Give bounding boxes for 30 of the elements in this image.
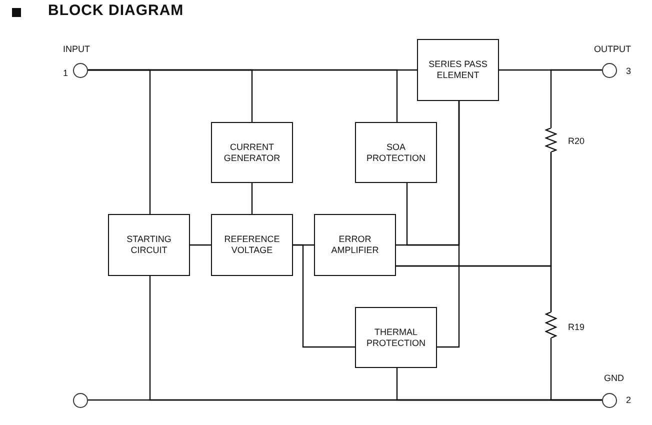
pin-number: 3 <box>626 66 632 77</box>
block-box: SOA PROTECTION <box>355 122 437 183</box>
wire <box>437 101 460 348</box>
pin-label: OUTPUT <box>594 44 631 55</box>
terminal-circle <box>602 393 617 408</box>
terminal-circle <box>73 63 88 78</box>
resistor-label: R19 <box>568 322 585 333</box>
wire <box>550 69 602 128</box>
resistor-label: R20 <box>568 136 585 147</box>
pin-number: 1 <box>63 68 68 79</box>
terminal-circle <box>602 63 617 78</box>
title: BLOCK DIAGRAM <box>48 2 184 19</box>
terminal-circle <box>73 393 88 408</box>
resistor-symbol <box>545 128 557 152</box>
wire <box>293 244 355 348</box>
wire <box>396 368 602 401</box>
wire <box>88 69 398 122</box>
block-box: THERMAL PROTECTION <box>355 307 437 368</box>
block-box: STARTING CIRCUIT <box>108 214 190 276</box>
pin-number: 2 <box>626 395 632 406</box>
block-box: SERIES PASS ELEMENT <box>417 39 499 101</box>
pin-label: GND <box>604 373 624 384</box>
wire <box>190 244 211 246</box>
block-box: REFERENCE VOLTAGE <box>211 214 293 276</box>
block-box: CURRENT GENERATOR <box>211 122 293 183</box>
block-box: ERROR AMPLIFIER <box>314 214 396 276</box>
pin-label: INPUT <box>63 44 90 55</box>
resistor-symbol <box>545 312 557 338</box>
wire <box>251 183 253 214</box>
wire <box>550 152 552 312</box>
